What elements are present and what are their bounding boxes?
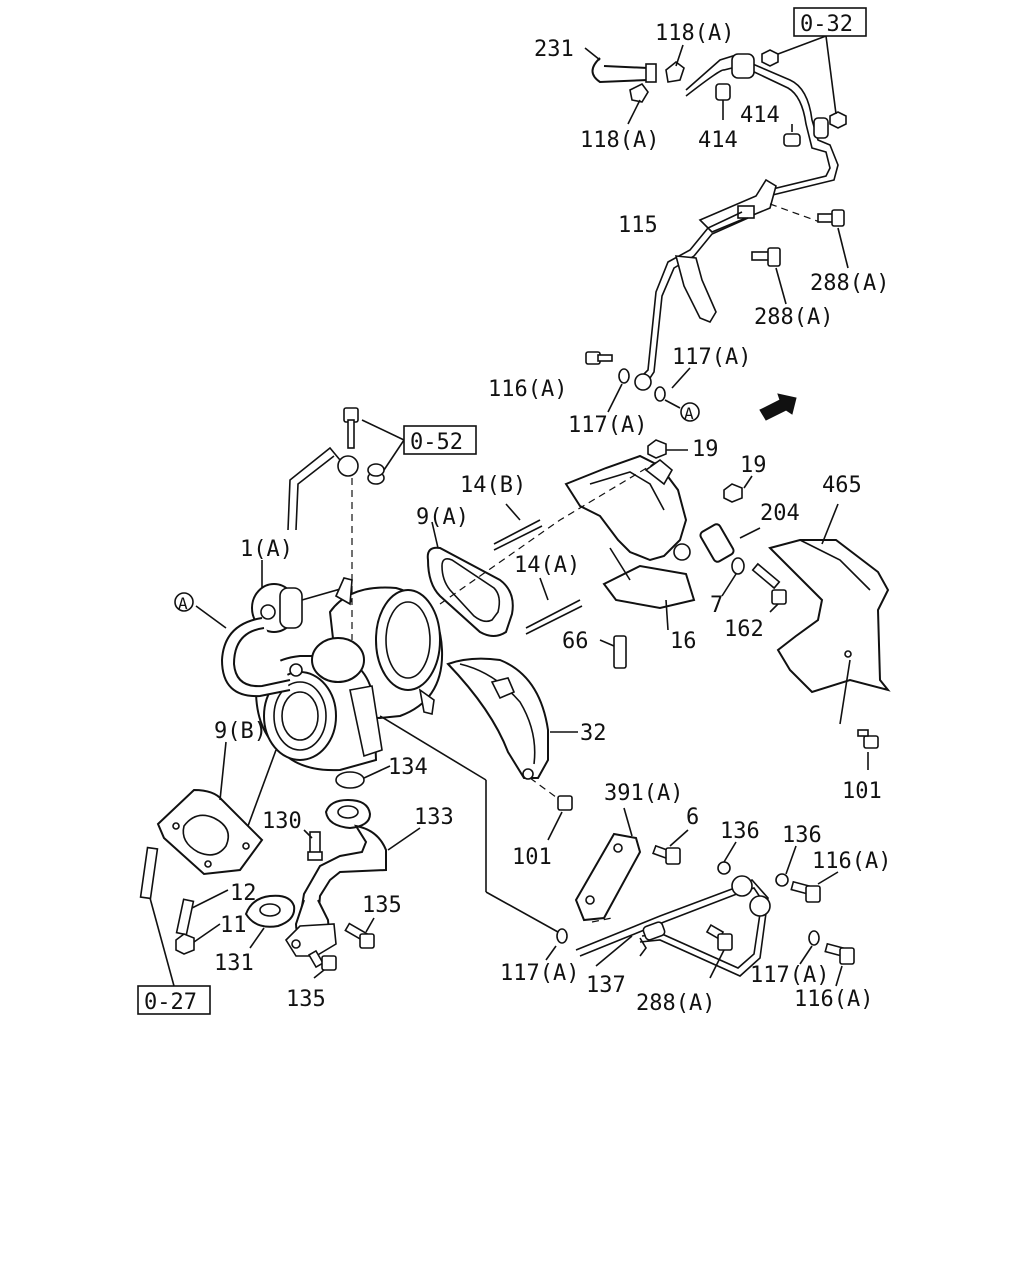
svg-text:0-52: 0-52 bbox=[410, 430, 463, 455]
label-118a-top: 118(A) bbox=[655, 21, 734, 46]
label-117a-3: 117(A) bbox=[500, 961, 579, 986]
label-19-a: 19 bbox=[692, 437, 719, 462]
label-117a-4: 117(A) bbox=[750, 963, 829, 988]
ref-box-0-27: 0-27 bbox=[137, 985, 211, 1015]
svg-text:0-32: 0-32 bbox=[800, 12, 853, 37]
ref-box-0-32: 0-32 bbox=[793, 7, 867, 37]
label-414-b: 414 bbox=[740, 103, 780, 128]
circled-a-marker-upper: A bbox=[680, 402, 700, 423]
label-9b: 9(B) bbox=[214, 719, 267, 744]
label-288a-2: 288(A) bbox=[754, 305, 833, 330]
label-137: 137 bbox=[586, 973, 626, 998]
front-arrow-icon bbox=[759, 393, 797, 421]
label-116a-1: 116(A) bbox=[488, 377, 567, 402]
label-14a: 14(A) bbox=[514, 553, 580, 578]
label-391a: 391(A) bbox=[604, 781, 683, 806]
label-162: 162 bbox=[724, 617, 764, 642]
heat-shield-465 bbox=[768, 503, 891, 770]
part-labels: 231 118(A) 118(A) 414 414 115 288(A) 288… bbox=[214, 21, 891, 1016]
label-117a-1: 117(A) bbox=[672, 345, 751, 370]
label-9a: 9(A) bbox=[416, 505, 469, 530]
label-231: 231 bbox=[534, 37, 574, 62]
label-135-a: 135 bbox=[362, 893, 402, 918]
turbo-gasket-left bbox=[139, 741, 264, 987]
label-101-a: 101 bbox=[512, 845, 552, 870]
label-136-b: 136 bbox=[782, 823, 822, 848]
label-134: 134 bbox=[388, 755, 428, 780]
oil-pipe-upper-left bbox=[287, 407, 405, 640]
label-204: 204 bbox=[760, 501, 800, 526]
label-116a-2: 116(A) bbox=[812, 849, 891, 874]
label-135-b: 135 bbox=[286, 987, 326, 1012]
label-465: 465 bbox=[822, 473, 862, 498]
turbocharger bbox=[195, 560, 444, 772]
label-288a-3: 288(A) bbox=[636, 991, 715, 1016]
label-133: 133 bbox=[414, 805, 454, 830]
label-117a-2: 117(A) bbox=[568, 413, 647, 438]
heat-shield-32 bbox=[446, 657, 578, 841]
label-131: 131 bbox=[214, 951, 254, 976]
label-118a-bottom: 118(A) bbox=[580, 128, 659, 153]
oil-feed-pipe-assembly bbox=[584, 35, 849, 413]
label-288a-1: 288(A) bbox=[810, 271, 889, 296]
label-7: 7 bbox=[710, 593, 723, 618]
label-6: 6 bbox=[686, 805, 699, 830]
label-1a: 1(A) bbox=[240, 537, 293, 562]
oil-drain-pipe bbox=[244, 749, 421, 979]
exhaust-elbow bbox=[426, 439, 787, 669]
svg-text:A: A bbox=[684, 404, 694, 423]
label-14b: 14(B) bbox=[460, 473, 526, 498]
svg-text:0-27: 0-27 bbox=[144, 990, 197, 1015]
svg-text:A: A bbox=[178, 594, 188, 613]
label-130: 130 bbox=[262, 809, 302, 834]
label-16: 16 bbox=[670, 629, 697, 654]
label-19-b: 19 bbox=[740, 453, 767, 478]
label-414-a: 414 bbox=[698, 128, 738, 153]
front-direction-indicator bbox=[759, 393, 797, 421]
label-32: 32 bbox=[580, 721, 607, 746]
circled-a-marker-left: A bbox=[174, 592, 194, 613]
label-116a-3: 116(A) bbox=[794, 987, 873, 1012]
lower-oil-pipe bbox=[379, 715, 855, 987]
label-101-b: 101 bbox=[842, 779, 882, 804]
label-11: 11 bbox=[220, 913, 247, 938]
ref-box-0-52: 0-52 bbox=[403, 425, 477, 455]
label-66: 66 bbox=[562, 629, 589, 654]
label-136-a: 136 bbox=[720, 819, 760, 844]
label-12: 12 bbox=[230, 881, 257, 906]
label-115: 115 bbox=[618, 213, 658, 238]
